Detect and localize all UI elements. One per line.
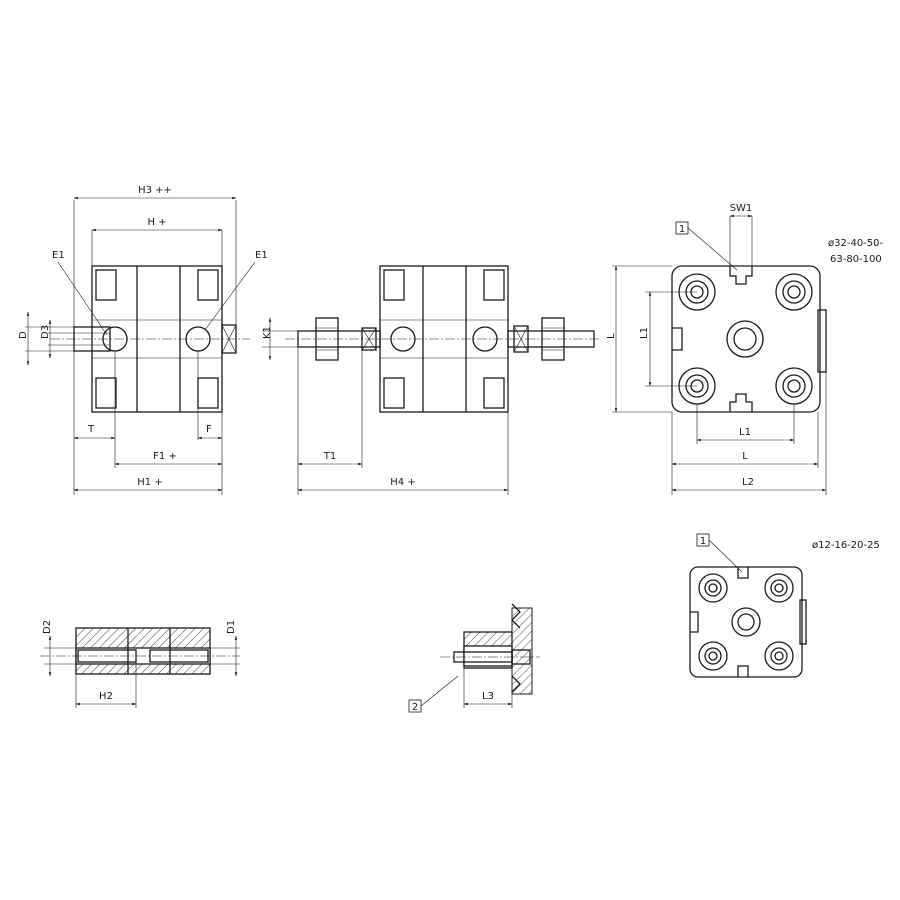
label-t1: T1: [323, 451, 336, 462]
svg-text:2: 2: [412, 702, 418, 713]
label-h: H +: [147, 217, 166, 228]
label-d: D: [18, 331, 29, 339]
label-k1: K1: [262, 326, 273, 339]
mounting-detail: L3 2: [408, 603, 540, 713]
label-f: F: [206, 424, 212, 435]
front-view-large: SW1 1 ø32-40-50- 63-80-100 L L1 L1 L L2: [606, 203, 884, 495]
label-l3: L3: [482, 691, 494, 702]
label-h1: H1 +: [137, 477, 162, 488]
label-l1-bottom: L1: [739, 427, 751, 438]
label-d1: D1: [226, 620, 237, 634]
svg-text:1: 1: [700, 536, 706, 547]
label-h2: H2: [99, 691, 113, 702]
label-f1: F1 +: [153, 451, 177, 462]
size-note-small: ø12-16-20-25: [812, 540, 880, 551]
boss-top-right: [775, 273, 813, 311]
size-note-large-1: ø32-40-50-: [828, 238, 884, 249]
side-view-middle: K1 T1 H4 +: [262, 265, 600, 495]
label-h4: H4 +: [390, 477, 415, 488]
label-d2: D2: [42, 620, 53, 634]
label-t: T: [87, 424, 95, 435]
section-view-bottom-left: D2 D1 H2: [40, 620, 240, 708]
front-plate-large: [671, 265, 821, 413]
label-e1-left: E1: [52, 250, 65, 261]
label-l2: L2: [742, 477, 754, 488]
label-l-bottom: L: [742, 451, 748, 462]
label-e1-right: E1: [255, 250, 268, 261]
side-view-left: H3 ++ H + E1 E1 D D3 T F F1 + H1 +: [18, 185, 268, 495]
label-h3: H3 ++: [138, 185, 172, 196]
front-view-small: 1 ø12-16-20-25: [689, 533, 880, 678]
label-l-side: L: [606, 333, 617, 339]
label-l1-side: L1: [639, 327, 650, 339]
svg-text:1: 1: [679, 224, 685, 235]
center-port: [726, 320, 764, 358]
size-note-large-2: 63-80-100: [830, 254, 882, 265]
label-d3: D3: [40, 325, 51, 339]
label-sw1: SW1: [730, 203, 753, 214]
